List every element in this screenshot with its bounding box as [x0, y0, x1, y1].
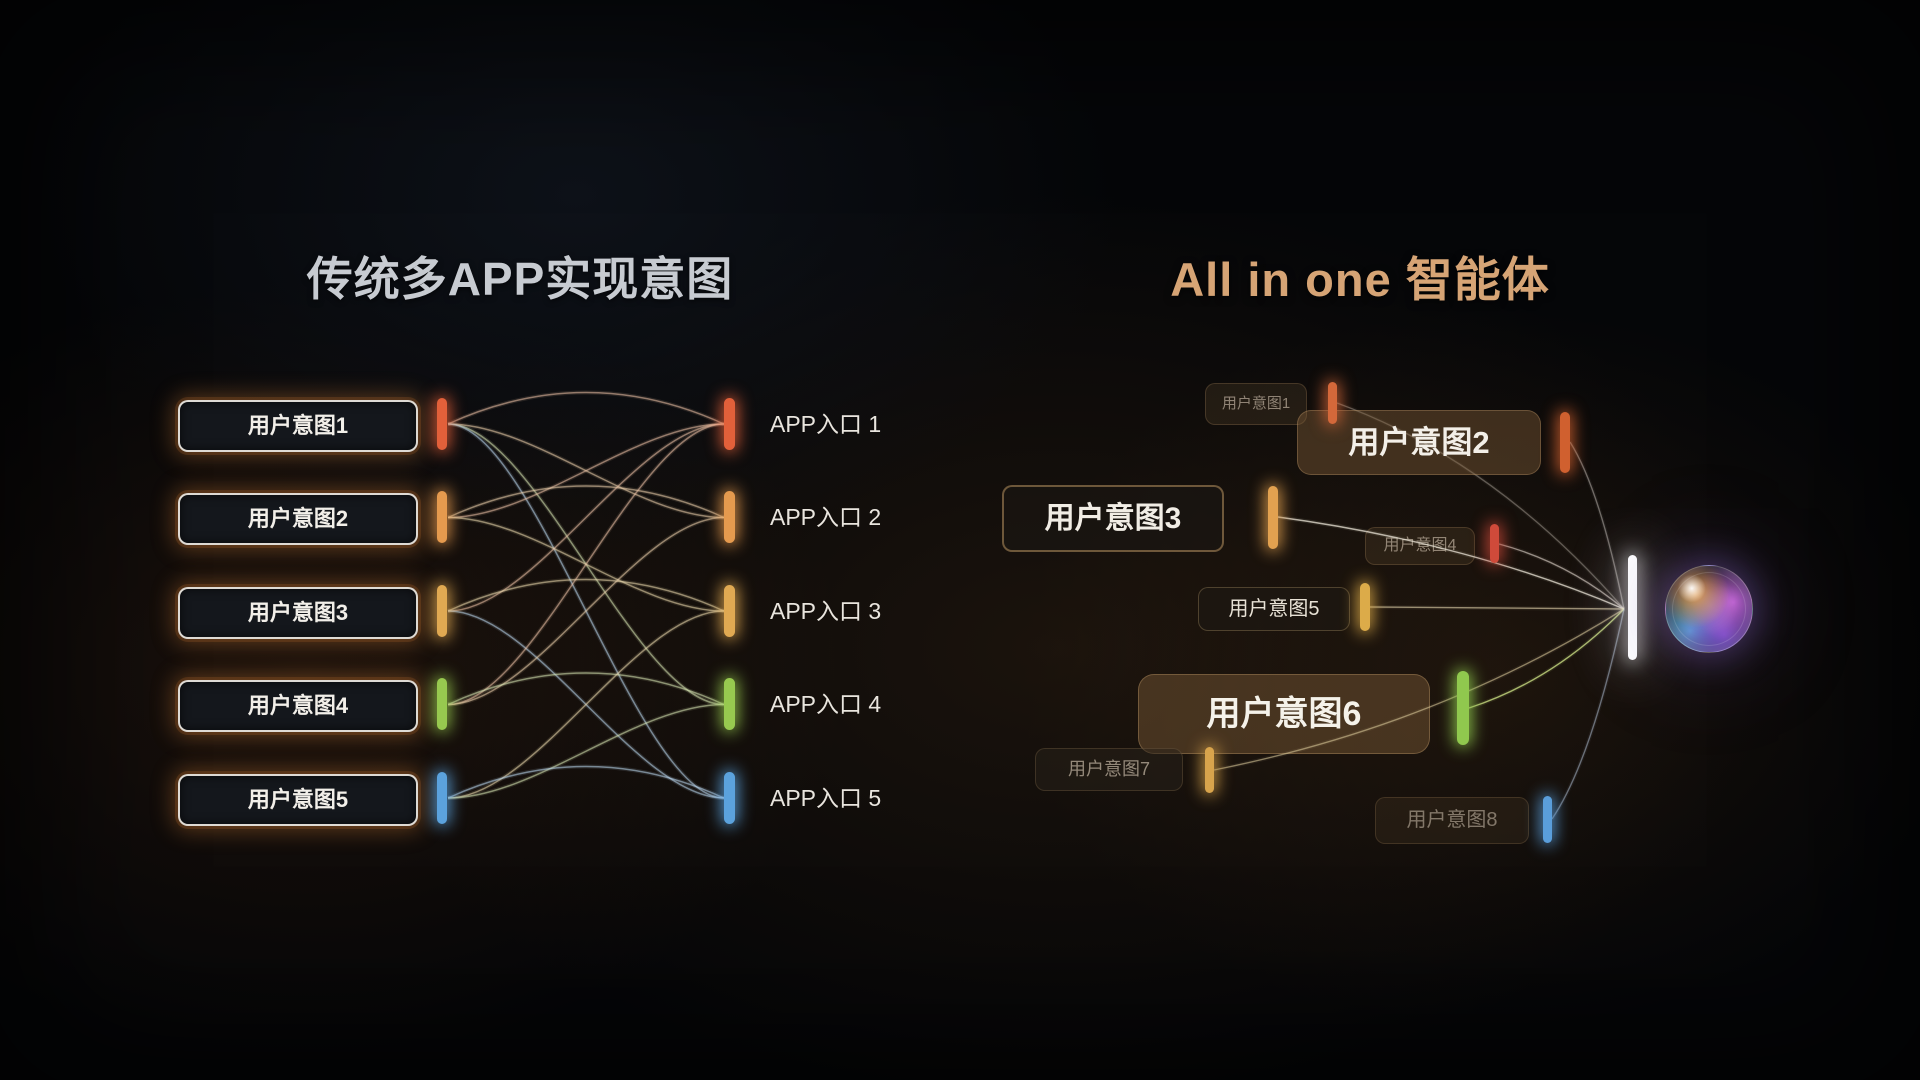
- app-entry-label-2: APP入口 2: [770, 504, 882, 530]
- app-entry-label-3: APP入口 3: [770, 598, 882, 624]
- right-intent-box-8: 用户意图8: [1375, 797, 1529, 844]
- left-intent-box-3: 用户意图3: [178, 587, 418, 639]
- right-intent-box-2: 用户意图2: [1297, 410, 1541, 475]
- app-entry-bar-3: [724, 585, 735, 637]
- right-intent-box-1: 用户意图1: [1205, 383, 1307, 425]
- right-intent-bar-4: [1490, 524, 1499, 563]
- left-intent-box-5: 用户意图5: [178, 774, 418, 826]
- app-entry-label-1: APP入口 1: [770, 411, 882, 437]
- agent-hub-bar: [1628, 555, 1637, 660]
- left-intent-bar-2: [437, 491, 447, 543]
- right-intent-bar-5: [1360, 583, 1370, 631]
- left-intent-bar-5: [437, 772, 447, 824]
- left-intent-bar-4: [437, 678, 447, 730]
- app-entry-bar-5: [724, 772, 735, 824]
- right-intent-box-4: 用户意图4: [1365, 527, 1475, 565]
- left-intent-box-2: 用户意图2: [178, 493, 418, 545]
- app-entry-bar-2: [724, 491, 735, 543]
- right-intent-box-6: 用户意图6: [1138, 674, 1430, 754]
- agent-orb-icon: [1665, 565, 1753, 653]
- right-intent-bar-7: [1205, 747, 1214, 793]
- left-intent-bar-3: [437, 585, 447, 637]
- right-intent-box-7: 用户意图7: [1035, 748, 1183, 791]
- right-intent-bar-1: [1328, 382, 1337, 424]
- left-intent-box-4: 用户意图4: [178, 680, 418, 732]
- right-intent-box-3: 用户意图3: [1002, 485, 1224, 552]
- app-entry-bar-1: [724, 398, 735, 450]
- right-intent-bar-8: [1543, 796, 1552, 843]
- right-intent-bar-3: [1268, 486, 1278, 549]
- right-section-title: All in one 智能体: [1170, 253, 1550, 306]
- app-entry-label-5: APP入口 5: [770, 785, 882, 811]
- left-intent-box-1: 用户意图1: [178, 400, 418, 452]
- app-entry-label-4: APP入口 4: [770, 691, 882, 717]
- right-intent-box-5: 用户意图5: [1198, 587, 1350, 631]
- left-section-title: 传统多APP实现意图: [306, 253, 734, 305]
- right-intent-bar-6: [1457, 671, 1469, 745]
- right-intent-bar-2: [1560, 412, 1570, 473]
- app-entry-bar-4: [724, 678, 735, 730]
- left-intent-bar-1: [437, 398, 447, 450]
